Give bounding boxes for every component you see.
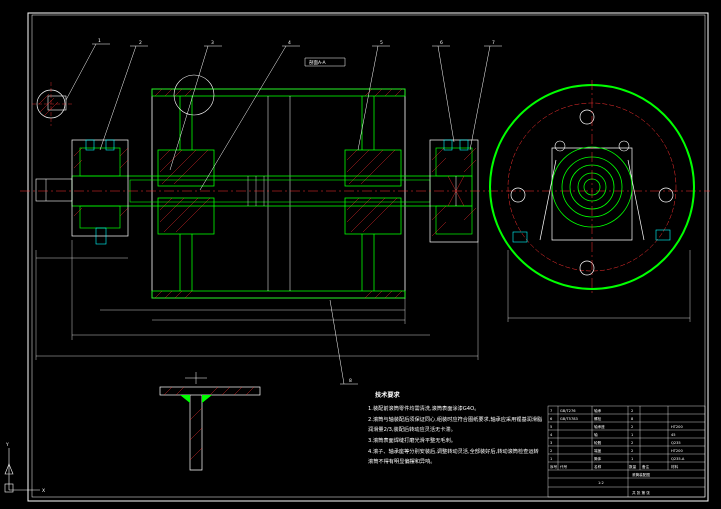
technical-notes: 技术要求 1.装配前滚筒零件均需清洗,滚筒表面涂漆G4O。 2.滚筒与轴装配后须… [368, 391, 542, 465]
tb-r4-mat: 45 [671, 433, 676, 437]
tb-r4-no: 4 [550, 433, 553, 437]
tb-r1-code: GB/T276 [560, 409, 576, 413]
tb-r7-name: 筒体 [594, 456, 602, 461]
weld-detail [159, 372, 261, 471]
note-line-6: 滚筒不得有明显偏摆和异响。 [368, 457, 435, 465]
leader-lines [65, 43, 502, 385]
tb-h-mat: 材料 [671, 464, 679, 469]
tb-r5-name: 轮毂 [594, 440, 602, 445]
tb-r3-name: 轴承座 [594, 424, 605, 429]
tb-r7-mat: Q235-A [671, 457, 685, 461]
tb-r7-no: 1 [550, 457, 552, 461]
tb-sheet: 共 张 第 张 [632, 490, 650, 495]
outer-frame [27, 12, 709, 502]
dimension-lines [35, 240, 691, 360]
ucs-y-label: Y [5, 442, 9, 448]
longitudinal-section [35, 74, 479, 299]
inner-frame [31, 14, 706, 498]
tb-r5-mat: Q235 [671, 441, 681, 445]
tb-r4-name: 轴 [594, 432, 598, 437]
tb-h-name: 名称 [594, 464, 602, 469]
notes-title: 技术要求 [375, 391, 401, 399]
tb-h-code: 代号 [560, 464, 568, 469]
tb-r5-no: 3 [550, 441, 552, 445]
tb-r2-qty: 8 [631, 417, 634, 421]
note-line-1: 1.装配前滚筒零件均需清洗,滚筒表面涂漆G4O。 [368, 404, 479, 412]
section-label: 剖面A-A [309, 59, 327, 66]
tb-h-note: 备注 [642, 464, 650, 469]
tb-h-qty: 数量 [629, 464, 637, 469]
tb-r6-qty: 2 [631, 449, 633, 453]
tb-r2-no: 6 [550, 417, 553, 421]
tb-r7-qty: 1 [631, 457, 633, 461]
note-line-3: 润滑量2/3,装配后转动应灵活无卡滞。 [368, 425, 456, 433]
shaft-end-section [32, 82, 72, 126]
tb-r1-name: 轴承 [594, 408, 602, 413]
callout-6: 6 [440, 40, 443, 46]
title-block-rows: 7 GB/T276 轴承 2 6 GB/T5783 螺栓 8 5 轴承座 2 H… [550, 408, 685, 495]
callout-7: 7 [492, 40, 495, 46]
tb-r5-qty: 2 [631, 441, 633, 445]
callout-8: 8 [349, 378, 352, 384]
ucs-icon: Y X [4, 442, 45, 494]
tb-r3-no: 5 [550, 425, 552, 429]
end-view [489, 80, 695, 294]
tb-r3-mat: HT200 [671, 425, 683, 429]
tb-r2-name: 螺栓 [594, 416, 602, 421]
callout-4: 4 [288, 40, 291, 46]
tb-r3-qty: 2 [631, 425, 633, 429]
tb-r4-qty: 1 [631, 433, 633, 437]
callout-1: 1 [98, 38, 101, 44]
tb-r1-qty: 2 [631, 409, 633, 413]
tb-r1-no: 7 [550, 409, 552, 413]
tb-scale: 1:2 [598, 481, 604, 485]
tb-r6-mat: HT200 [671, 449, 683, 453]
tb-drawing-name: 滚筒装配图 [632, 472, 650, 477]
note-line-2: 2.滚筒与轴装配后须保证同心,组装时应符合图纸要求,轴承应采用锂基润滑脂 [368, 415, 542, 423]
tb-r6-name: 端盖 [594, 448, 602, 453]
note-line-4: 3.滚筒表面焊缝打磨光滑平整无毛刺。 [368, 436, 456, 444]
ucs-x-label: X [42, 488, 45, 494]
callout-5: 5 [380, 40, 383, 46]
tb-r2-code: GB/T5783 [560, 417, 578, 421]
callout-3: 3 [211, 40, 214, 46]
title-block [547, 405, 706, 498]
note-line-5: 4.滚子、轴承座等分别安装后,调整转动灵活,全部装好后,转动滚筒检查运转 [368, 447, 539, 455]
callout-2: 2 [139, 40, 142, 46]
tb-r6-no: 2 [550, 449, 552, 453]
tb-h-no: 序号 [550, 464, 558, 469]
